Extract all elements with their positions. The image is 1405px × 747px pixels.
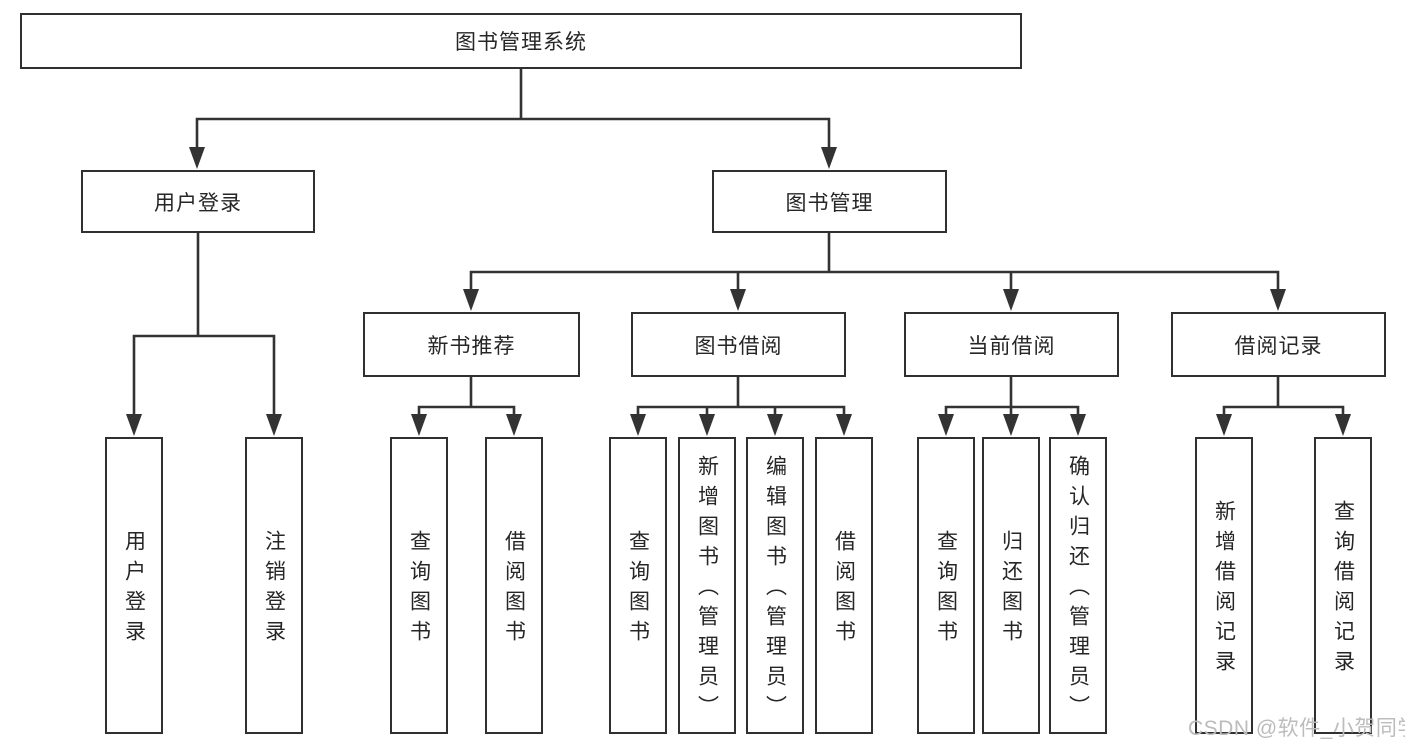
- leaf-query-borrow-record: 查询借阅记录: [1314, 437, 1372, 734]
- leaf-borrow-books-recommend-label: 借阅图书: [502, 529, 526, 650]
- arrowhead: [938, 414, 954, 436]
- leaf-query-books-recommend: 查询图书: [390, 437, 448, 734]
- leaf-return-books: 归还图书: [982, 437, 1040, 734]
- leaf-return-books-label: 归还图书: [999, 529, 1023, 650]
- arrowhead: [266, 414, 282, 436]
- node-library-management-system: 图书管理系统: [20, 13, 1022, 69]
- arrowhead: [1003, 289, 1019, 311]
- arrowhead: [767, 414, 783, 436]
- leaf-user-login: 用户登录: [105, 437, 163, 734]
- leaf-user-login-label: 用户登录: [122, 529, 146, 650]
- leaf-borrow-books: 借阅图书: [815, 437, 873, 734]
- node-new-book-recommendation-label: 新书推荐: [427, 334, 516, 358]
- leaf-query-books-borrowing: 查询图书: [609, 437, 667, 734]
- arrowhead: [1003, 414, 1019, 436]
- arrowhead: [1070, 414, 1086, 436]
- node-user-login-branch-label: 用户登录: [154, 191, 242, 215]
- csdn-watermark: CSDN @软件_小贺同学: [1188, 717, 1405, 740]
- leaf-query-books-current: 查询图书: [917, 437, 975, 734]
- arrowhead: [189, 147, 205, 169]
- arrowhead: [730, 289, 746, 311]
- leaf-edit-books-admin: 编辑图书（管理员）: [746, 437, 804, 734]
- leaf-query-books-recommend-label: 查询图书: [407, 529, 431, 650]
- node-new-book-recommendation: 新书推荐: [363, 312, 580, 377]
- node-borrowing-records: 借阅记录: [1171, 312, 1386, 377]
- node-borrowing-records-label: 借阅记录: [1234, 334, 1323, 358]
- leaf-add-books-admin-label: 新增图书（管理员）: [695, 454, 719, 725]
- arrowhead: [699, 414, 715, 436]
- node-book-borrowing: 图书借阅: [631, 312, 846, 377]
- leaf-add-borrow-record-label: 新增借阅记录: [1212, 499, 1236, 680]
- arrowhead: [630, 414, 646, 436]
- node-book-management-branch: 图书管理: [712, 170, 947, 233]
- arrowhead: [836, 414, 852, 436]
- arrowhead: [1335, 414, 1351, 436]
- leaf-add-borrow-record: 新增借阅记录: [1195, 437, 1253, 734]
- arrowhead: [1216, 414, 1232, 436]
- node-current-borrowing-label: 当前借阅: [967, 334, 1056, 358]
- arrowhead: [411, 414, 427, 436]
- arrowhead: [126, 414, 142, 436]
- arrowhead: [506, 414, 522, 436]
- arrowhead: [1270, 289, 1286, 311]
- node-current-borrowing: 当前借阅: [904, 312, 1119, 377]
- node-book-borrowing-label: 图书借阅: [694, 334, 783, 358]
- leaf-confirm-return-admin: 确认归还（管理员）: [1049, 437, 1107, 734]
- leaf-query-books-borrowing-label: 查询图书: [626, 529, 650, 650]
- leaf-logout: 注销登录: [245, 437, 303, 734]
- leaf-edit-books-admin-label: 编辑图书（管理员）: [763, 454, 787, 725]
- leaf-borrow-books-recommend: 借阅图书: [485, 437, 543, 734]
- arrowhead: [463, 289, 479, 311]
- leaf-query-borrow-record-label: 查询借阅记录: [1331, 499, 1355, 680]
- leaf-logout-label: 注销登录: [262, 529, 286, 650]
- leaf-query-books-current-label: 查询图书: [934, 529, 958, 650]
- leaf-add-books-admin: 新增图书（管理员）: [678, 437, 736, 734]
- node-library-management-system-label: 图书管理系统: [455, 31, 587, 54]
- leaf-borrow-books-label: 借阅图书: [832, 529, 856, 650]
- node-user-login-branch: 用户登录: [81, 170, 315, 233]
- arrowhead: [821, 147, 837, 169]
- node-book-management-branch-label: 图书管理: [785, 191, 874, 215]
- leaf-confirm-return-admin-label: 确认归还（管理员）: [1066, 454, 1090, 725]
